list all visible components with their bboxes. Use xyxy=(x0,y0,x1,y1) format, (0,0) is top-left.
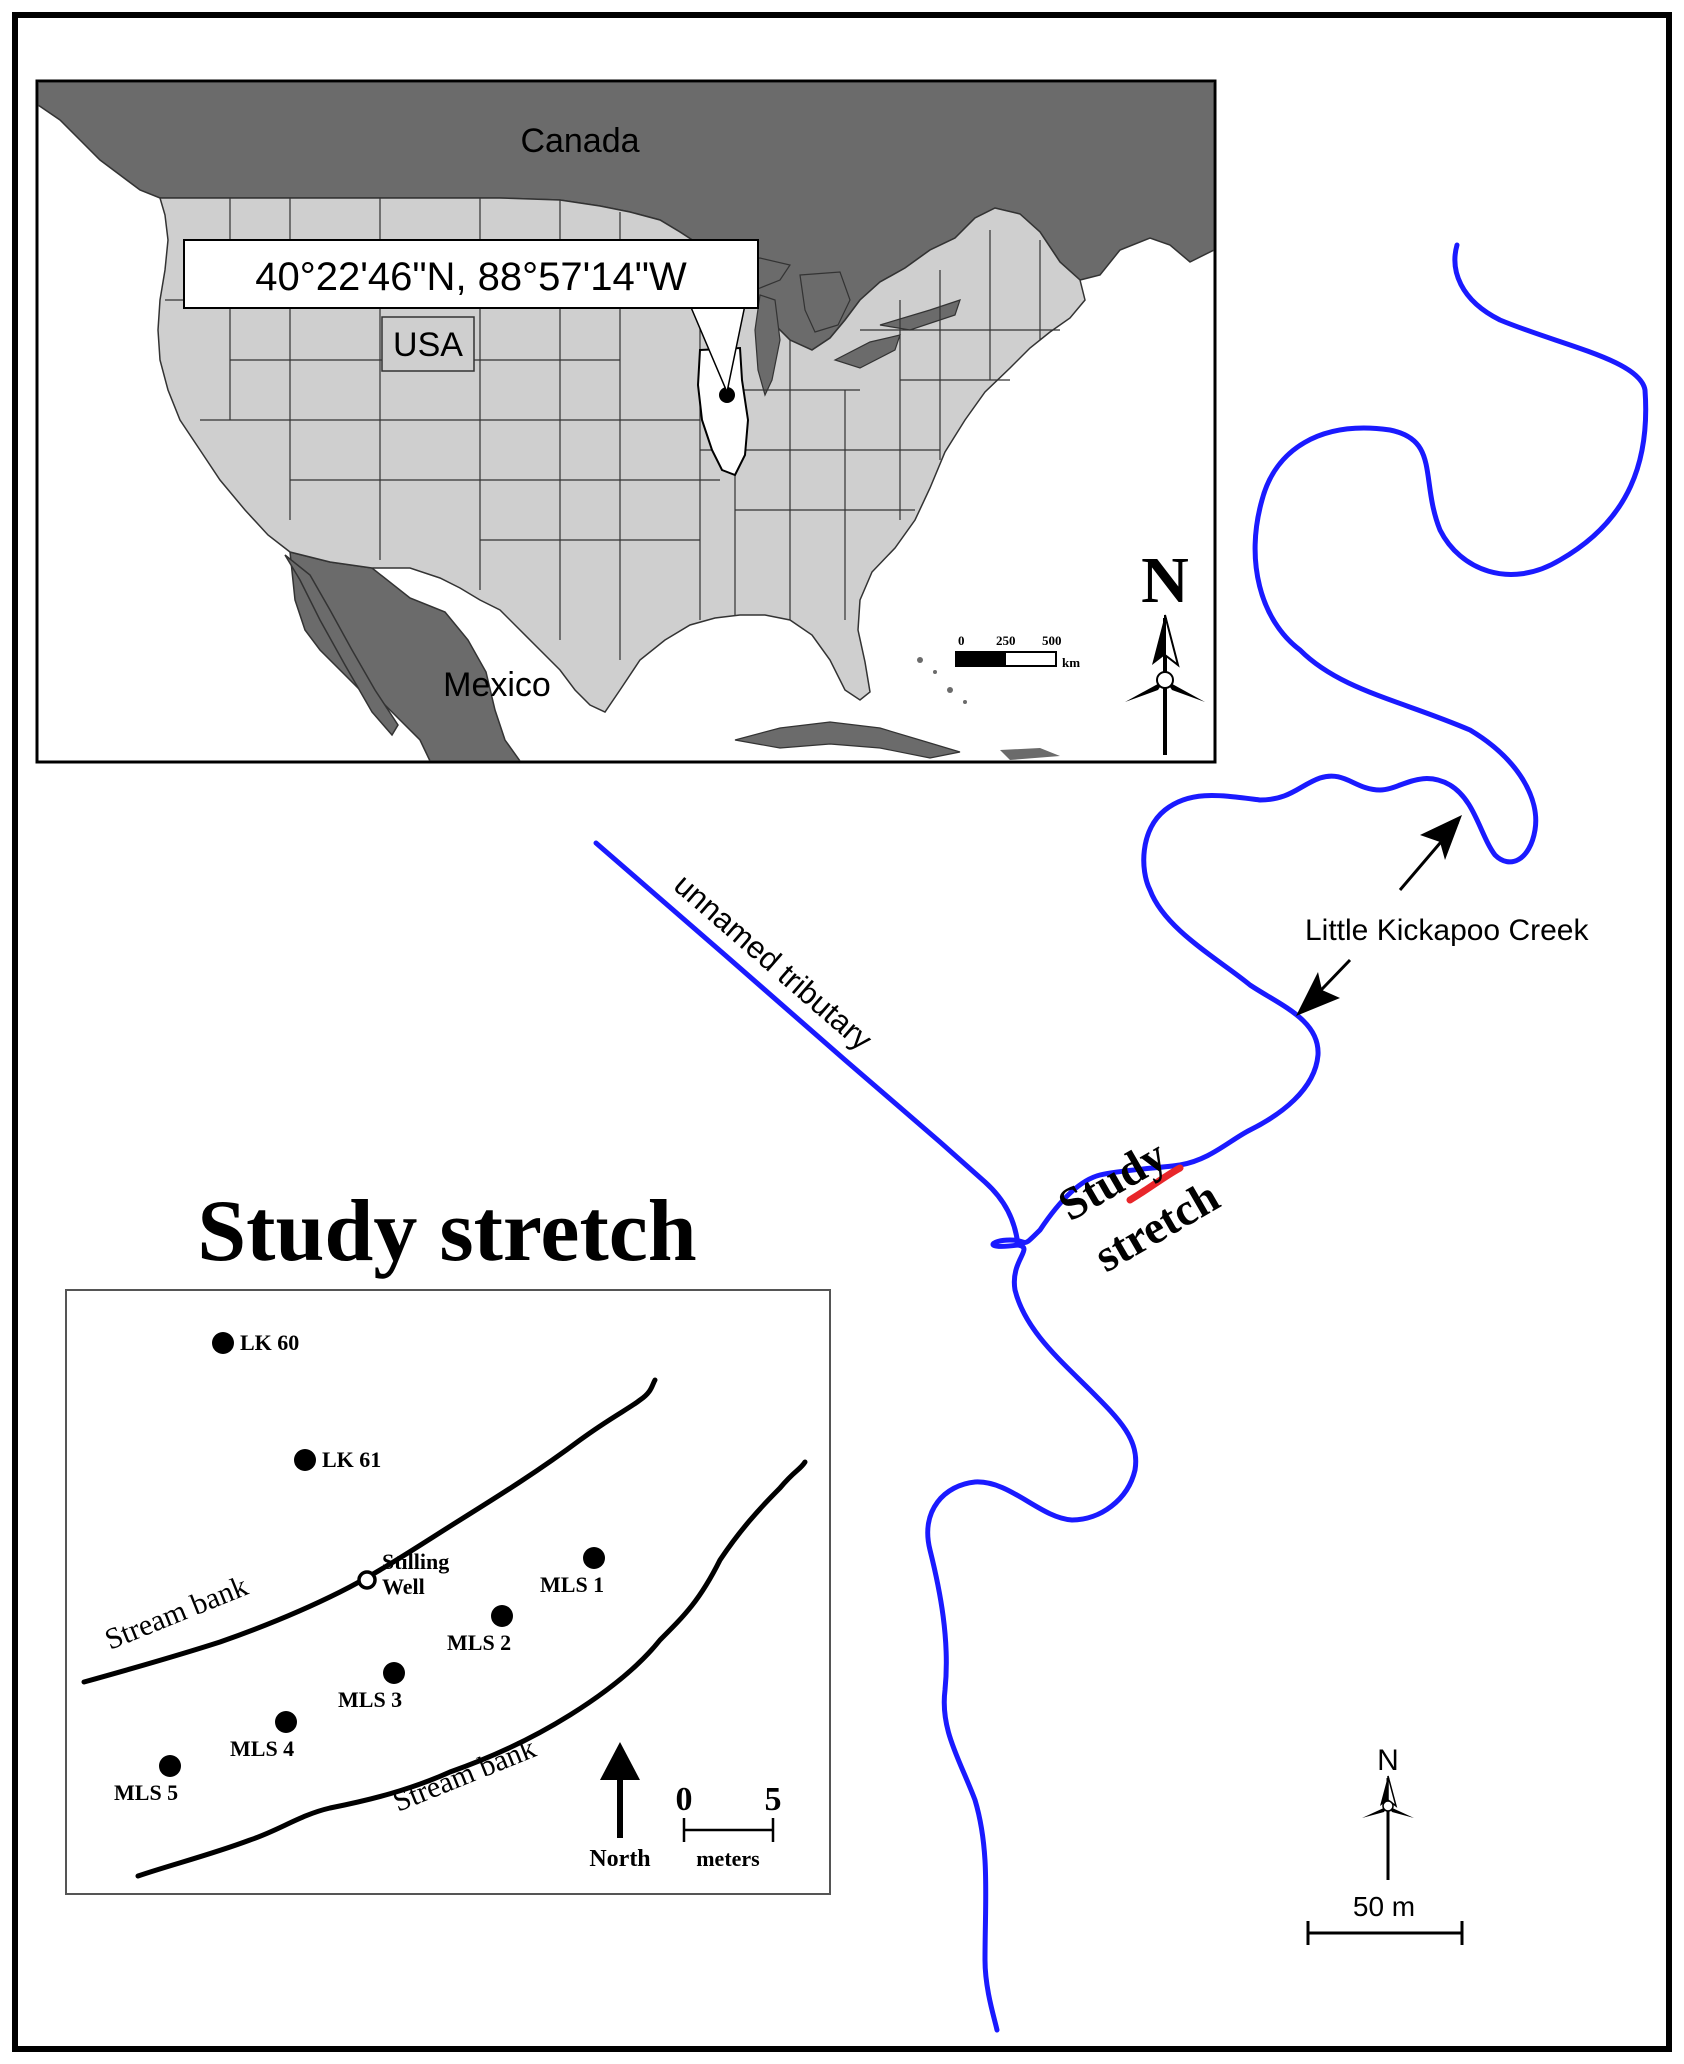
north-arrow-vane xyxy=(1165,680,1205,702)
creek-arrow-lower-head xyxy=(1296,972,1340,1016)
stream-map xyxy=(593,242,1649,2033)
main-north-head xyxy=(1380,1776,1388,1806)
north-arrow-vane xyxy=(1125,680,1165,702)
main-scale-bar: 50 m xyxy=(1306,1891,1464,1945)
baja-california xyxy=(284,554,399,737)
well-lk61-marker xyxy=(294,1449,316,1471)
inset-scale-tick-500: 500 xyxy=(1042,633,1062,648)
main-scale-line xyxy=(1306,1921,1464,1945)
coordinates-callout-box xyxy=(183,239,759,309)
great-lakes xyxy=(754,294,781,397)
detail-title: Study stretch xyxy=(197,1183,697,1280)
main-north-label: N xyxy=(1377,1744,1399,1777)
detail-scale-unit: meters xyxy=(696,1846,760,1871)
inset-north-arrow: N xyxy=(1125,544,1205,755)
well-lk60-label: LK 60 xyxy=(240,1330,299,1355)
well-mls3-label: MLS 3 xyxy=(338,1687,402,1712)
well-mls5-label: MLS 5 xyxy=(114,1780,178,1805)
stilling-well-marker xyxy=(357,1570,377,1590)
bahamas-island xyxy=(963,700,967,704)
main-north-hub xyxy=(1382,1800,1394,1812)
bahamas-island xyxy=(947,687,953,693)
caribbean-island xyxy=(1000,748,1060,760)
stilling-well-label-line2: Well xyxy=(382,1574,425,1599)
cuba-island xyxy=(734,721,961,759)
canada-label: Canada xyxy=(520,122,639,160)
coordinates-label: 40°22'46"N, 88°57'14"W xyxy=(255,255,687,299)
bahamas-island xyxy=(933,670,937,674)
creek-label: Little Kickapoo Creek xyxy=(1305,914,1589,947)
inset-north-label: N xyxy=(1141,544,1189,617)
usa-label-box xyxy=(381,316,475,372)
illinois-state xyxy=(696,346,750,477)
well-mls5-marker xyxy=(159,1755,181,1777)
stream-bank-lower xyxy=(135,1459,808,1879)
detail-scale-tick-0: 0 xyxy=(676,1781,693,1818)
inset-scale-bar: 0 250 500 km xyxy=(955,633,1080,670)
little-kickapoo-creek xyxy=(925,242,1649,2033)
inset-scale-tick-250: 250 xyxy=(996,633,1016,648)
usa-label: USA xyxy=(393,326,463,364)
unnamed-tributary xyxy=(593,840,1021,1248)
main-north-vane xyxy=(1388,1806,1414,1818)
well-lk60-marker xyxy=(212,1332,234,1354)
main-scale-label: 50 m xyxy=(1353,1891,1415,1922)
well-mls1-label: MLS 1 xyxy=(540,1572,604,1597)
north-arrow-head xyxy=(1164,614,1180,668)
detail-north-head xyxy=(600,1742,640,1780)
bahamas-island xyxy=(917,657,923,663)
study-reach xyxy=(1126,1164,1184,1204)
inset-scale-unit: km xyxy=(1062,655,1080,670)
north-arrow-hub xyxy=(1156,671,1174,689)
main-north-arrow: N xyxy=(1362,1744,1414,1880)
detail-map-frame xyxy=(65,1289,831,1895)
detail-north-label: North xyxy=(589,1846,650,1872)
well-mls3-marker xyxy=(383,1662,405,1684)
inset-map: 40°22'46"N, 88°57'14"W USA Canada Mexico… xyxy=(35,79,1217,764)
inset-scale-tick-0: 0 xyxy=(958,633,965,648)
mexico-landmass xyxy=(289,551,521,761)
well-mls1-marker xyxy=(583,1547,605,1569)
north-arrow-head xyxy=(1152,615,1165,665)
well-mls4-marker xyxy=(275,1711,297,1733)
creek-label-arrows xyxy=(1296,815,1462,1016)
detail-scale-line xyxy=(682,1818,775,1842)
well-mls4-label: MLS 4 xyxy=(230,1736,294,1761)
well-mls2-label: MLS 2 xyxy=(447,1630,511,1655)
creek-arrow-upper-head xyxy=(1420,815,1462,860)
well-mls2-marker xyxy=(491,1605,513,1627)
study-site-marker xyxy=(719,387,735,403)
well-lk61-label: LK 61 xyxy=(322,1447,381,1472)
stilling-well-label-line1: Stilling xyxy=(382,1549,449,1574)
detail-map: LK 60 LK 61 MLS 1 MLS 2 MLS 3 MLS 4 MLS … xyxy=(65,1289,831,1895)
mexico-label: Mexico xyxy=(443,666,551,704)
stream-bank-upper xyxy=(81,1377,658,1685)
great-lakes xyxy=(833,334,901,369)
detail-scale-tick-5: 5 xyxy=(765,1781,782,1818)
main-north-vane xyxy=(1362,1806,1388,1818)
great-lakes xyxy=(799,271,851,333)
